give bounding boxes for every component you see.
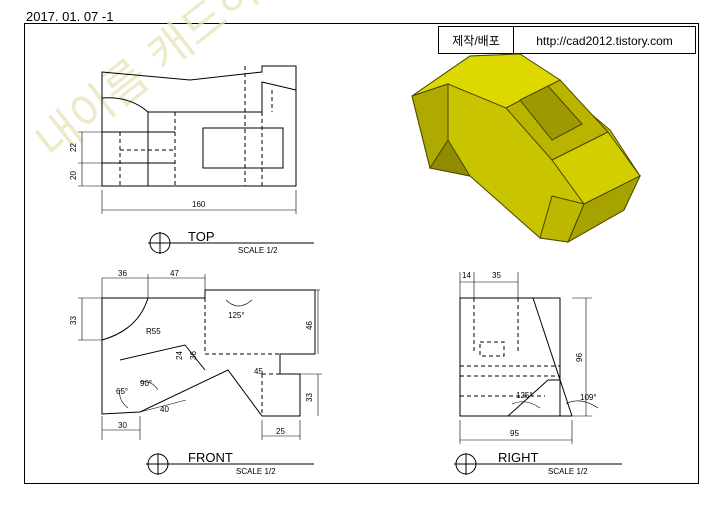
top-view-title: TOP xyxy=(188,229,215,244)
dim-front-r55: R55 xyxy=(146,327,161,336)
dim-right-35: 35 xyxy=(492,271,501,280)
isometric-model xyxy=(411,53,642,244)
dim-front-46: 46 xyxy=(305,321,314,330)
right-view-scale: SCALE 1/2 xyxy=(548,467,588,476)
dim-front-65: 65° xyxy=(116,387,128,396)
dim-front-47: 47 xyxy=(170,269,179,278)
top-view xyxy=(78,65,297,214)
drawing-border xyxy=(24,23,699,484)
publisher-label: 제작/배포 xyxy=(438,26,514,54)
dim-right-125: 125° xyxy=(516,391,533,400)
view-symbols xyxy=(146,232,622,475)
front-view-title: FRONT xyxy=(188,450,233,465)
dim-front-30: 30 xyxy=(118,421,127,430)
dim-front-90: 90° xyxy=(140,379,152,388)
front-view xyxy=(78,274,322,440)
dim-front-25: 25 xyxy=(276,427,285,436)
dim-front-36: 36 xyxy=(118,269,127,278)
dim-right-96: 96 xyxy=(575,353,584,362)
dim-front-45: 45 xyxy=(254,367,263,376)
dim-top-22: 22 xyxy=(69,143,78,152)
dim-front-125: 125° xyxy=(228,311,245,320)
dim-top-20: 20 xyxy=(69,171,78,180)
dim-right-14: 14 xyxy=(462,271,471,280)
dim-right-109: 109° xyxy=(580,393,597,402)
dim-top-160: 160 xyxy=(192,200,206,209)
dim-front-33a: 33 xyxy=(69,316,78,325)
dim-front-40: 40 xyxy=(160,405,169,414)
front-view-scale: SCALE 1/2 xyxy=(236,467,276,476)
right-view xyxy=(459,272,599,444)
right-view-title: RIGHT xyxy=(498,450,539,465)
dim-front-36b: 36 xyxy=(189,351,198,360)
top-view-scale: SCALE 1/2 xyxy=(238,246,278,255)
dim-front-33b: 33 xyxy=(305,393,314,402)
source-url[interactable]: http://cad2012.tistory.com xyxy=(513,26,696,54)
dim-front-24: 24 xyxy=(175,351,184,360)
drawing-date: 2017. 01. 07 -1 xyxy=(26,9,114,24)
dim-right-95: 95 xyxy=(510,429,519,438)
